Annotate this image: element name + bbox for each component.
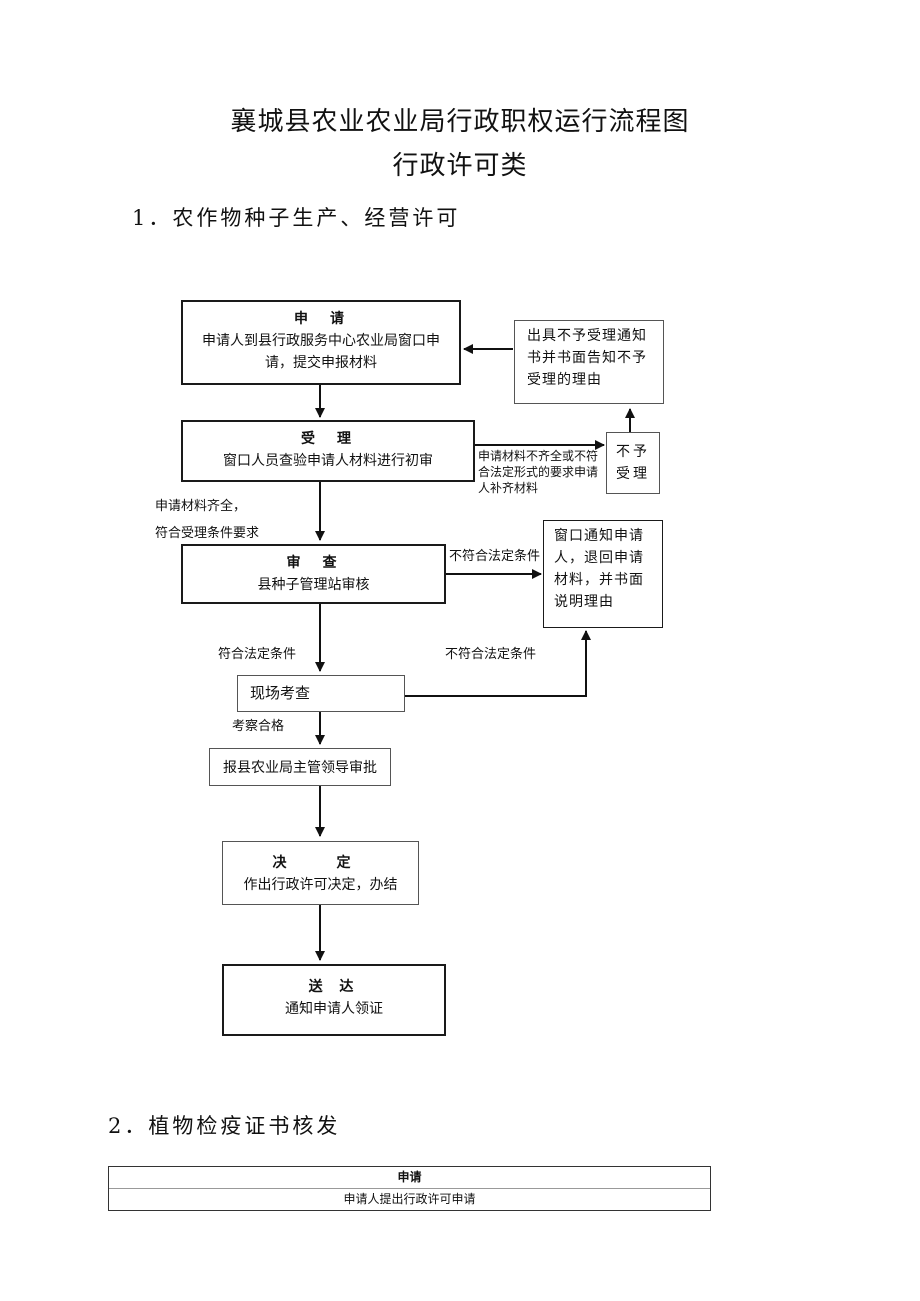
review-box: 审 查 县种子管理站审核 — [181, 544, 446, 604]
section-2-table-header: 申请 — [397, 1170, 422, 1184]
return-notice-box: 窗口通知申请人，退回申请材料，并书面说明理由 — [543, 520, 663, 628]
arrow-inspect-to-return — [405, 630, 591, 697]
leader-approval-text: 报县农业局主管领导审批 — [223, 760, 377, 776]
complete-materials-note-line2: 符合受理条件要求 — [155, 526, 260, 541]
review-box-body: 县种子管理站审核 — [257, 577, 370, 593]
review-box-title: 审 查 — [286, 555, 341, 571]
not-accept-box: 不予受理 — [606, 432, 660, 494]
decision-box-title: 决 定 — [272, 855, 369, 871]
delivery-box-title: 送 达 — [308, 979, 360, 995]
reject-notice-text: 出具不予受理通知书并书面告知不予受理的理由 — [527, 328, 647, 388]
page-subtitle: 行政许可类 — [392, 151, 528, 181]
not-legal-note-2: 不符合法定条件 — [445, 647, 537, 662]
leader-approval-box: 报县农业局主管领导审批 — [209, 748, 391, 786]
return-notice-text: 窗口通知申请人，退回申请材料，并书面说明理由 — [554, 528, 644, 610]
legal-conditions-note: 符合法定条件 — [218, 647, 297, 662]
not-accept-text: 不予受理 — [616, 444, 650, 482]
delivery-box: 送 达 通知申请人领证 — [222, 964, 446, 1036]
complete-materials-note-line1: 申请材料齐全， — [155, 499, 247, 514]
section-2-table: 申请 申请人提出行政许可申请 — [108, 1166, 711, 1211]
delivery-box-body: 通知申请人领证 — [285, 1001, 383, 1017]
accept-box: 受 理 窗口人员查验申请人材料进行初审 — [181, 420, 475, 482]
accept-box-body: 窗口人员查验申请人材料进行初审 — [223, 453, 433, 469]
section-1-heading: 1．农作物种子生产、经营许可 — [132, 206, 461, 230]
decision-box: 决 定 作出行政许可决定，办结 — [222, 841, 419, 905]
incomplete-materials-note: 申请材料不齐全或不符合法定形式的要求申请人补齐材料 — [478, 449, 599, 495]
section-2-heading: 2．植物检疫证书核发 — [108, 1114, 341, 1138]
section-2-table-row: 申请人提出行政许可申请 — [109, 1188, 710, 1209]
site-inspection-box: 现场考查 — [237, 675, 405, 712]
apply-box-title: 申 请 — [294, 311, 348, 327]
site-inspection-text: 现场考查 — [250, 684, 311, 702]
page-title: 襄城县农业农业局行政职权运行流程图 — [230, 107, 690, 137]
reject-notice-box: 出具不予受理通知书并书面告知不予受理的理由 — [514, 320, 664, 404]
apply-box: 申 请 申请人到县行政服务中心农业局窗口申请，提交申报材料 — [181, 300, 461, 385]
decision-box-body: 作出行政许可决定，办结 — [243, 877, 398, 893]
inspection-passed-note: 考察合格 — [232, 719, 285, 734]
not-legal-note-1: 不符合法定条件 — [449, 549, 541, 564]
accept-box-title: 受 理 — [301, 431, 355, 447]
apply-box-body: 申请人到县行政服务中心农业局窗口申请，提交申报材料 — [202, 333, 440, 371]
